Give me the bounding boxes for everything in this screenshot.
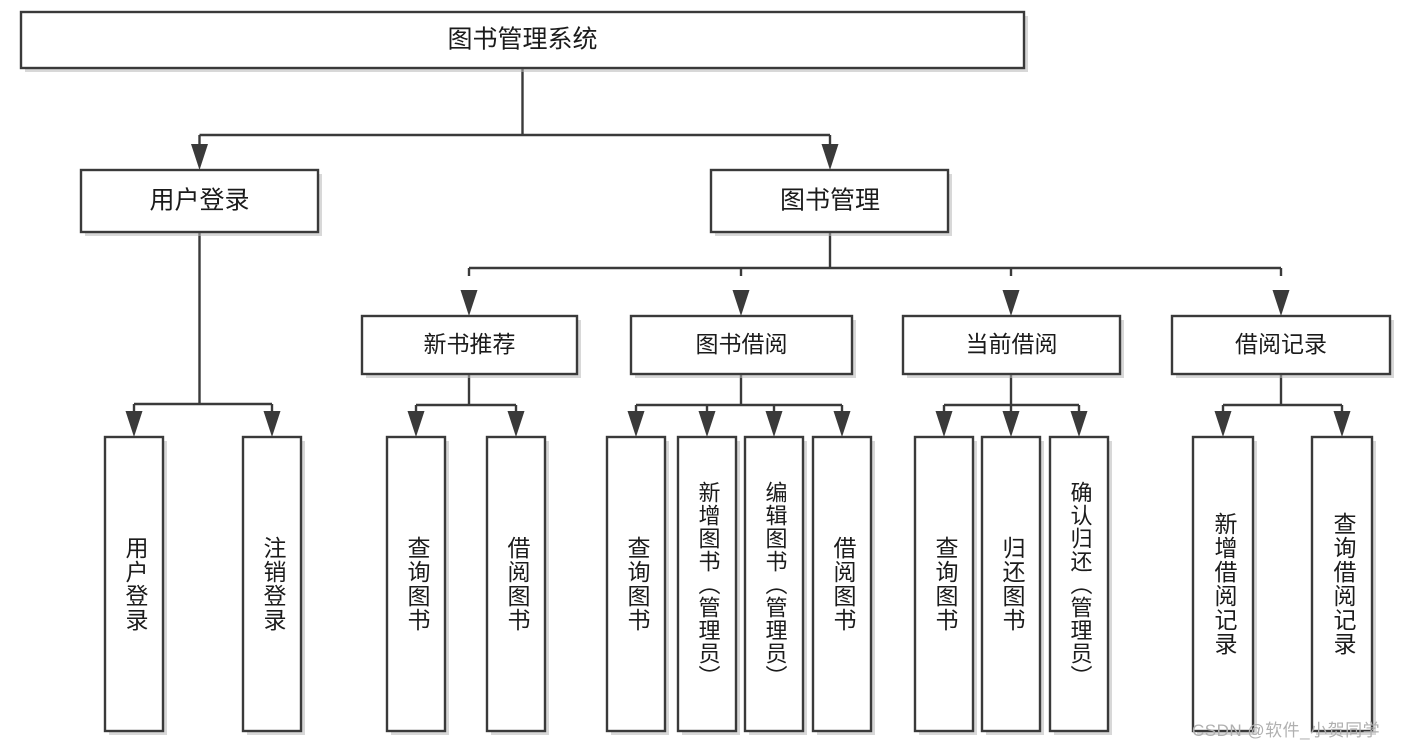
arrow-records-leaf-1 [1214,411,1232,437]
leaf-query-books-current[interactable] [913,435,975,733]
leaf-query-books-new[interactable] [385,435,447,733]
leaf-user-login[interactable] [103,435,165,733]
leaf-user-logout[interactable] [241,435,303,733]
label-root: 图书管理系统 [447,26,597,54]
arrow-book-mgmt-to-current [1002,290,1020,316]
arrow-book-mgmt-to-records [1272,290,1290,316]
node-user-login[interactable] [79,168,320,234]
arrow-root-to-book-mgmt [821,144,839,170]
leaf-query-books-borrow[interactable] [605,435,667,733]
leaf-borrow-books-new[interactable] [485,435,547,733]
arrow-book-mgmt-to-new-book [460,290,478,316]
label-borrowing-records: 借阅记录 [1235,331,1327,357]
arrow-user-login-leaf-1 [125,411,143,437]
leaf-confirm-return-admin[interactable] [1048,435,1110,733]
label-layer: 图书管理系统 用户登录 图书管理 新书推荐 图书借阅 当前借阅 借阅记录 [149,26,1327,357]
arrow-borrow-leaf-2 [698,411,716,437]
label-book-management: 图书管理 [780,187,880,215]
arrow-current-leaf-3 [1070,411,1088,437]
node-current-borrowing[interactable] [901,314,1122,376]
arrow-borrow-leaf-3 [765,411,783,437]
arrow-current-leaf-2 [1002,411,1020,437]
node-book-management[interactable] [709,168,950,234]
leaf-borrow-book[interactable] [811,435,873,733]
arrow-borrow-leaf-1 [627,411,645,437]
leaf-query-borrow-record[interactable] [1310,435,1374,733]
watermark-text: CSDN @软件_小贺同学 [1192,721,1381,740]
arrow-user-login-leaf-2 [263,411,281,437]
connector-layer [125,68,1351,437]
arrow-borrow-leaf-4 [833,411,851,437]
label-user-login: 用户登录 [149,187,249,215]
arrow-current-leaf-1 [935,411,953,437]
node-book-borrowing[interactable] [629,314,854,376]
arrow-records-leaf-2 [1333,411,1351,437]
leaf-add-book-admin[interactable] [676,435,738,733]
node-layer [19,10,1394,735]
leaf-return-book[interactable] [980,435,1042,733]
arrow-book-mgmt-to-borrow [732,290,750,316]
label-new-book-recommendation: 新书推荐 [424,331,516,357]
node-root-book-management-system[interactable] [19,10,1026,70]
label-current-borrowing: 当前借阅 [966,331,1058,357]
arrow-root-to-user-login [191,144,208,170]
node-new-book-recommendation[interactable] [360,314,579,376]
node-borrowing-records[interactable] [1170,314,1392,376]
arrow-new-book-leaf-2 [507,411,525,437]
arrow-new-book-leaf-1 [407,411,425,437]
leaf-add-borrow-record[interactable] [1191,435,1255,733]
label-book-borrowing: 图书借阅 [696,331,788,357]
leaf-edit-book-admin[interactable] [743,435,805,733]
